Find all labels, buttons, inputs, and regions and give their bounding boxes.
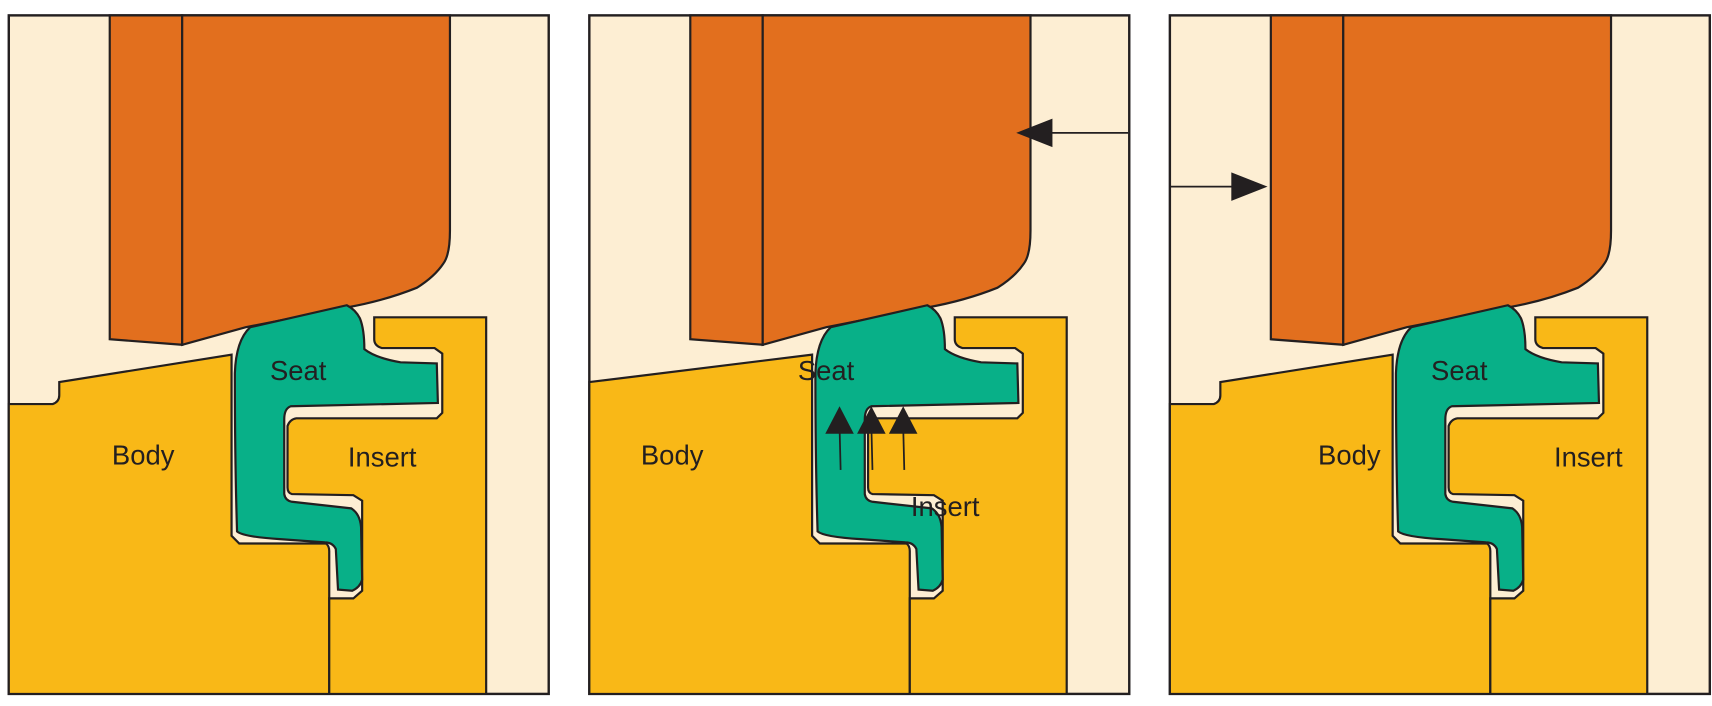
seat-label: Seat [1431,355,1488,386]
panel-1: Seat Body Insert [7,14,550,696]
body-label: Body [1318,439,1381,470]
stem-side [1269,14,1345,346]
stem-side [689,14,764,346]
force-arrow-up [888,406,918,470]
insert-label: Insert [348,442,417,473]
insert-label: Insert [1554,442,1623,473]
force-arrow-up [857,406,886,470]
panel-3: Seat Body Insert [1168,14,1712,696]
panel-2: Seat Body Insert [588,14,1131,696]
arrow-right-icon [1170,172,1268,201]
seat-label: Seat [270,355,327,386]
force-arrow-up [825,406,854,470]
body-label: Body [641,439,704,470]
stem-side [108,14,184,346]
body-label: Body [112,439,175,470]
arrow-left-icon [1016,118,1129,148]
insert-label: Insert [911,491,980,522]
seat-label: Seat [798,355,855,386]
